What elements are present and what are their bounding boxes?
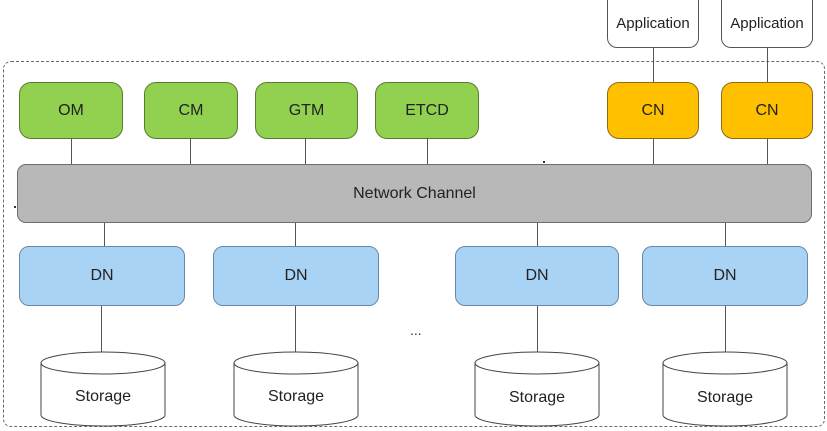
connector-line xyxy=(101,305,102,355)
connector-line xyxy=(653,138,654,165)
connector-line xyxy=(427,138,428,165)
gtm-node: GTM xyxy=(255,82,358,139)
connector-line xyxy=(537,222,538,247)
storage-label: Storage xyxy=(74,388,132,405)
application-box: Application xyxy=(607,0,699,48)
storage-label: Storage xyxy=(267,388,325,405)
cm-node: CM xyxy=(144,82,238,139)
cn-node: CN xyxy=(721,82,813,139)
connector-line xyxy=(767,138,768,165)
database-icon xyxy=(662,351,788,427)
network-channel: Network Channel xyxy=(17,164,812,223)
om-node: OM xyxy=(19,82,123,139)
dn-node: DN xyxy=(642,246,808,306)
connector-line xyxy=(537,305,538,355)
storage-label: Storage xyxy=(696,389,754,406)
stray-dot xyxy=(543,161,545,163)
database-icon xyxy=(233,351,359,427)
cn-node: CN xyxy=(607,82,699,139)
connector-line xyxy=(71,138,72,165)
connector-line xyxy=(767,48,768,82)
etcd-node: ETCD xyxy=(375,82,479,139)
dn-node: DN xyxy=(455,246,619,306)
application-box: Application xyxy=(721,0,813,48)
connector-line xyxy=(295,305,296,355)
connector-line xyxy=(190,138,191,165)
database-icon xyxy=(40,351,166,427)
dn-node: DN xyxy=(213,246,379,306)
connector-line xyxy=(725,305,726,355)
cluster-boundary xyxy=(3,61,825,427)
storage-label: Storage xyxy=(508,389,566,406)
connector-line xyxy=(725,222,726,247)
dn-node: DN xyxy=(19,246,185,306)
connector-line xyxy=(653,48,654,82)
database-icon xyxy=(474,351,600,427)
connector-line xyxy=(295,222,296,247)
more-nodes-ellipsis: ... xyxy=(410,322,422,338)
connector-line xyxy=(104,222,105,247)
connector-line xyxy=(305,138,306,165)
stray-dot xyxy=(14,206,16,208)
